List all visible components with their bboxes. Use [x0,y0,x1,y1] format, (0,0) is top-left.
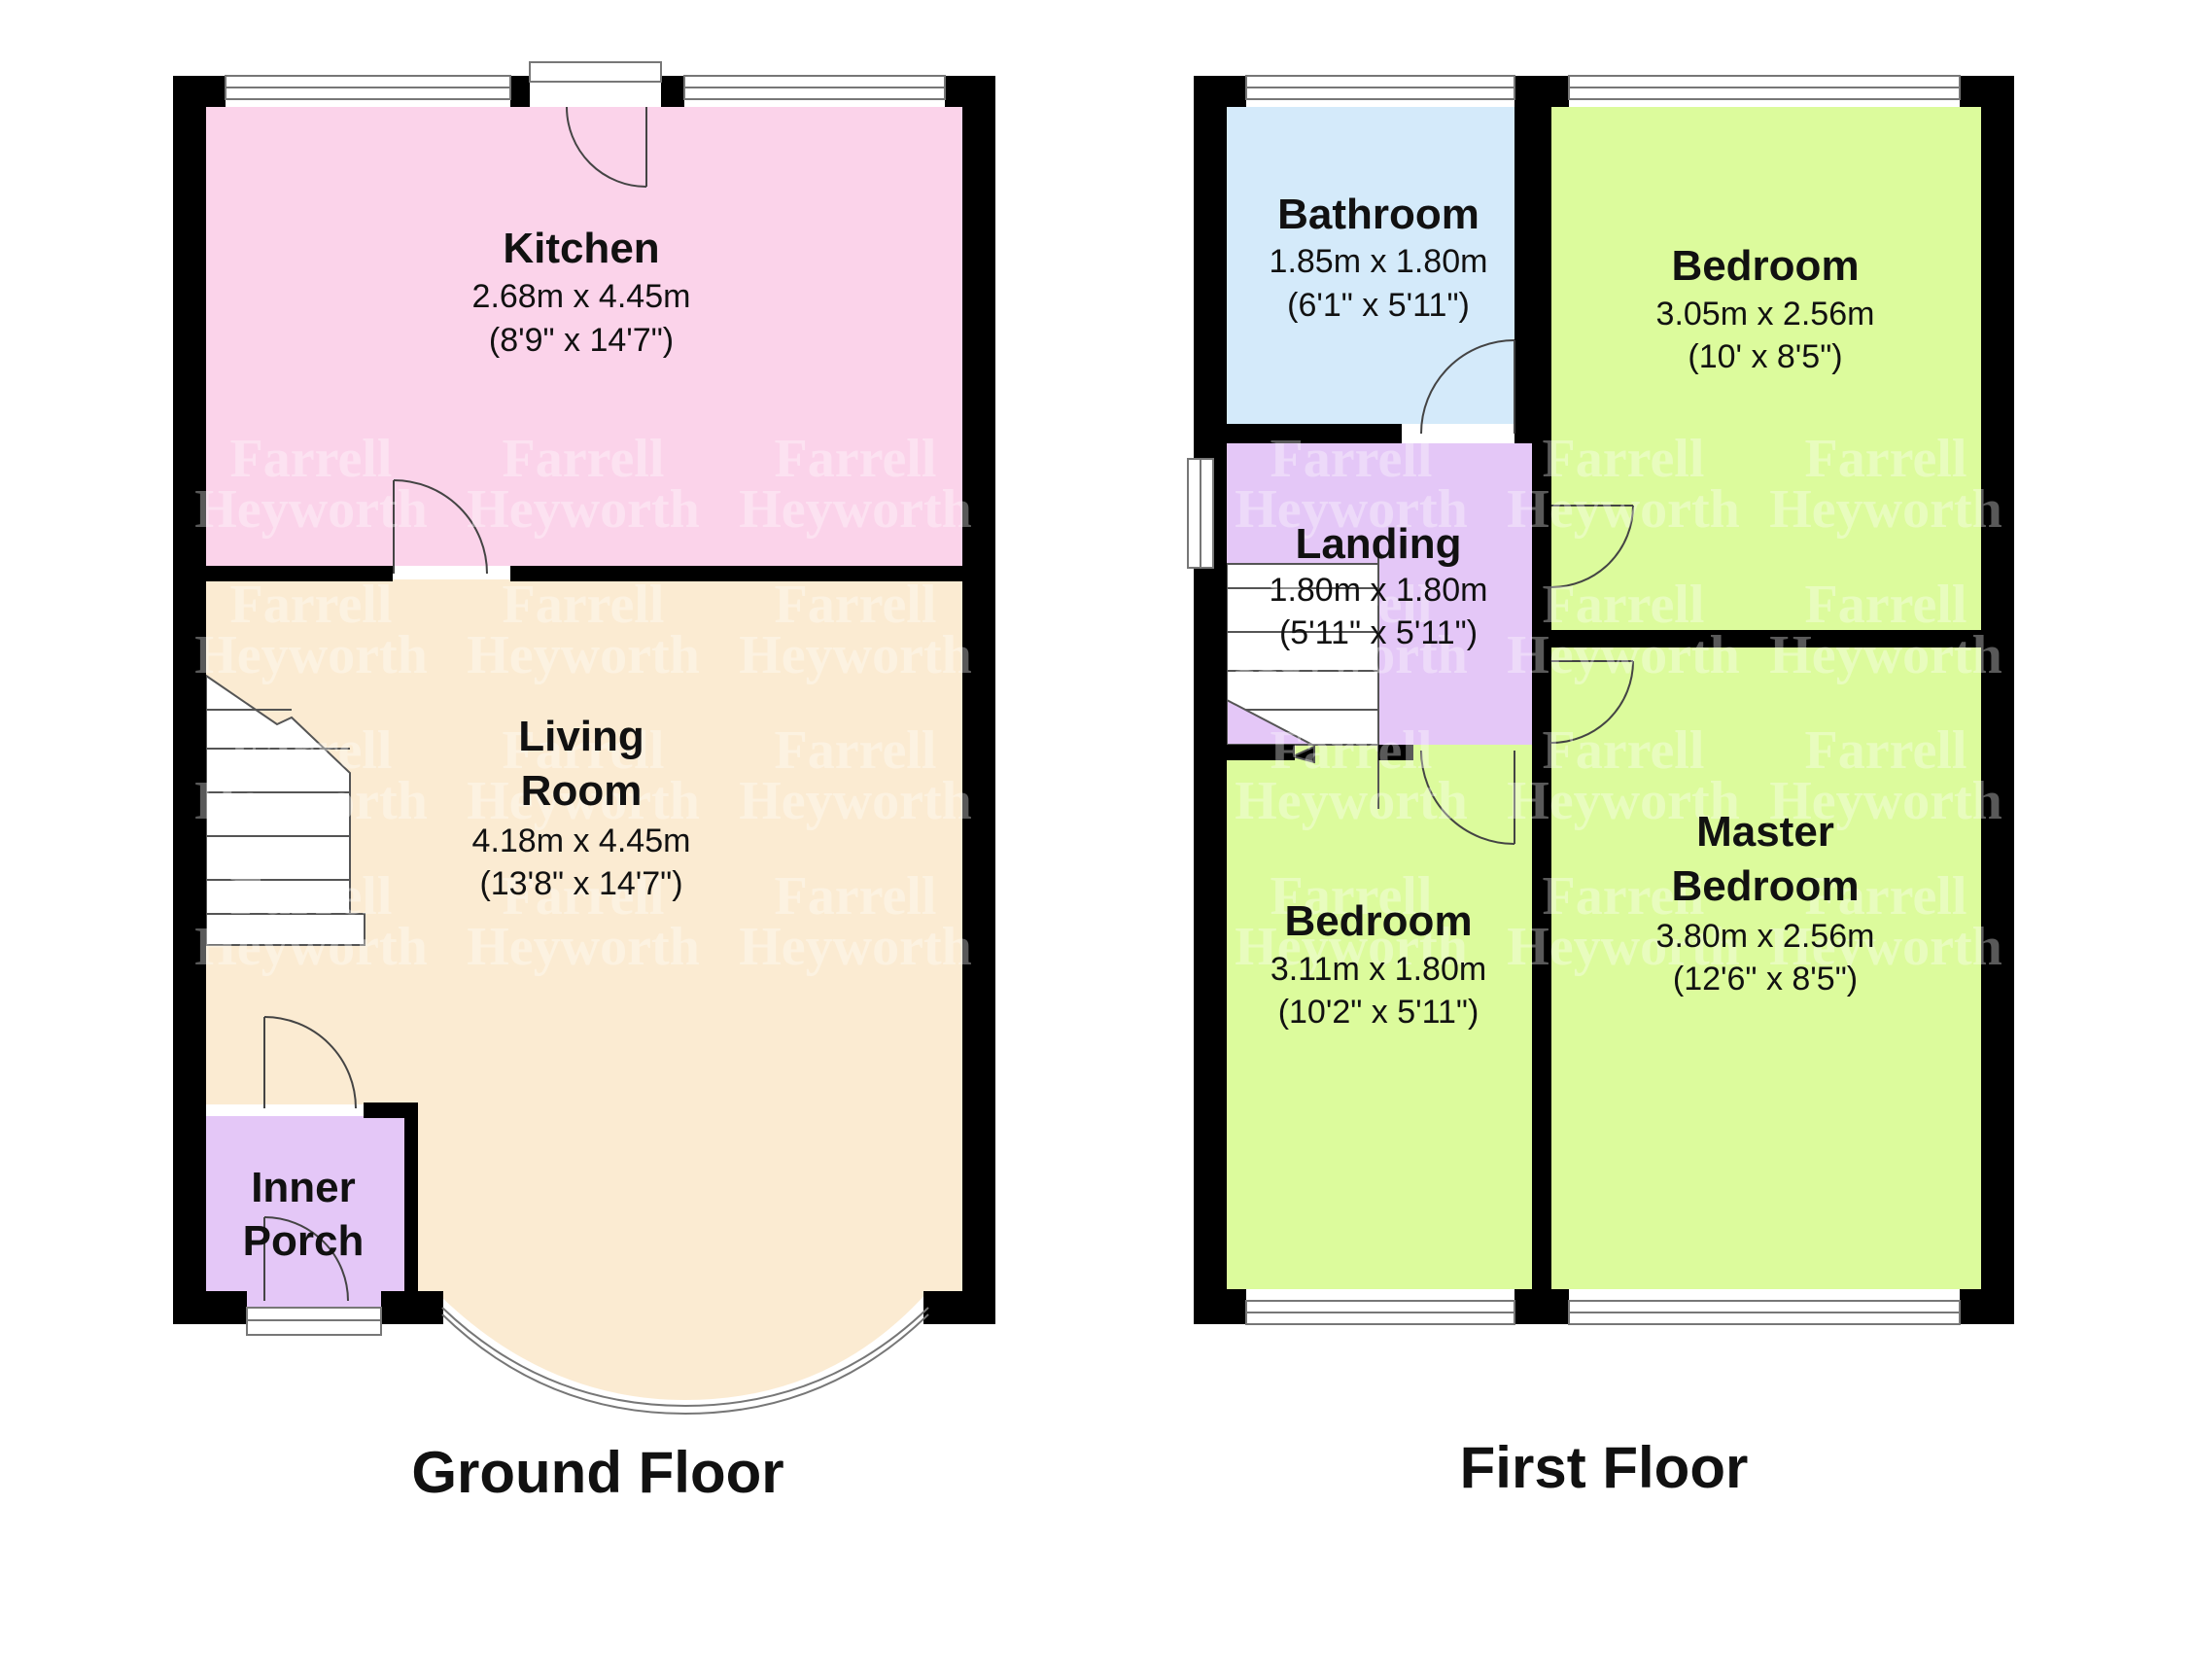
watermark-line2: Heyworth [194,479,428,540]
master-bedroom-metric: 3.80m x 2.56m [1656,918,1875,955]
first-walls [1194,76,2014,1324]
landing-metric: 1.80m x 1.80m [1270,572,1488,609]
ground-labels: Kitchen 2.68m x 4.45m (8'9" x 14'7") Liv… [243,225,784,1505]
watermark-line1: Farrell [1543,720,1705,781]
ground-staircase [205,674,366,946]
ground-windows [225,61,946,1416]
watermark-line1: Farrell [1805,720,1967,781]
living-room-floor [206,579,962,1400]
bedroom-rear-metric: 3.05m x 2.56m [1656,296,1875,332]
watermark-line1: Farrell [775,866,937,927]
watermark-layer: FarrellHeyworthFarrellHeyworthFarrellHey… [194,429,2002,977]
kitchen-metric: 2.68m x 4.45m [472,278,691,315]
watermark-line1: Farrell [503,866,665,927]
watermark-line1: Farrell [503,720,665,781]
bathroom-name: Bathroom [1277,191,1479,238]
watermark-line2: Heyworth [1507,917,1740,977]
landing-imperial: (5'11" x 5'11") [1279,614,1478,651]
watermark-line2: Heyworth [1235,771,1468,831]
living-room-metric: 4.18m x 4.45m [472,822,691,859]
watermark-line1: Farrell [230,575,393,635]
watermark-line2: Heyworth [1235,917,1468,977]
watermark-line1: Farrell [1271,866,1433,927]
watermark-line1: Farrell [775,429,937,489]
watermark-line2: Heyworth [467,625,700,685]
watermark-line2: Heyworth [1507,479,1740,540]
bathroom-floor [1227,107,1532,424]
first-floor-title: First Floor [1460,1435,1749,1500]
watermark-line1: Farrell [1805,429,1967,489]
ground-floor-plan [173,61,995,1416]
watermark-line2: Heyworth [467,771,700,831]
watermark-line1: Farrell [230,429,393,489]
watermark-line1: Farrell [1271,720,1433,781]
living-room-name-line1: Living [518,713,644,760]
master-bedroom-imperial: (12'6" x 8'5") [1673,961,1858,998]
watermark-line1: Farrell [230,720,393,781]
master-bedroom-name-line2: Bedroom [1671,862,1859,910]
kitchen-imperial: (8'9" x 14'7") [489,322,674,359]
master-bedroom-name-line1: Master [1696,808,1834,856]
landing-name: Landing [1295,520,1461,568]
bathroom-metric: 1.85m x 1.80m [1270,243,1488,280]
bedroom-rear-imperial: (10' x 8'5") [1688,338,1842,375]
bedroom-rear-name: Bedroom [1671,242,1859,290]
watermark-line1: Farrell [1543,429,1705,489]
inner-porch-name-line1: Inner [251,1164,356,1211]
watermark-line1: Farrell [503,575,665,635]
watermark-line2: Heyworth [194,917,428,977]
watermark-line1: Farrell [775,720,937,781]
watermark-line1: Farrell [1543,866,1705,927]
bedroom-front-metric: 3.11m x 1.80m [1271,951,1486,988]
ground-floor-title: Ground Floor [411,1440,783,1505]
living-room-name-line2: Room [521,767,643,815]
inner-porch-name-line2: Porch [243,1217,365,1265]
first-windows [1187,75,1961,1325]
watermark-line2: Heyworth [1769,479,2002,540]
inner-porch-floor [206,1116,404,1322]
first-doors [1420,339,1634,845]
watermark-line2: Heyworth [739,771,972,831]
watermark-line2: Heyworth [739,625,972,685]
watermark-line2: Heyworth [1507,625,1740,685]
ground-doors [263,106,647,1302]
watermark-line2: Heyworth [739,917,972,977]
watermark-line2: Heyworth [194,625,428,685]
ground-walls [173,76,995,1324]
bedroom-front-imperial: (10'2" x 5'11") [1278,994,1479,1031]
first-staircase [1226,544,1379,809]
watermark-line2: Heyworth [467,479,700,540]
first-floor-plan [1187,75,2014,1325]
watermark-line2: Heyworth [1235,479,1468,540]
bathroom-imperial: (6'1" x 5'11") [1287,287,1470,324]
living-room-imperial: (13'8" x 14'7") [479,865,682,902]
watermark-line1: Farrell [230,866,393,927]
kitchen-floor [206,107,962,566]
watermark-line2: Heyworth [467,917,700,977]
watermark-line1: Farrell [503,429,665,489]
watermark-line1: Farrell [1805,575,1967,635]
watermark-line2: Heyworth [1769,771,2002,831]
bedroom-front-floor [1227,745,1532,1289]
watermark-line1: Farrell [1271,575,1433,635]
watermark-line1: Farrell [1805,866,1967,927]
watermark-line2: Heyworth [1769,625,2002,685]
watermark-line1: Farrell [775,575,937,635]
watermark-line1: Farrell [1543,575,1705,635]
kitchen-name: Kitchen [503,225,659,272]
watermark-line2: Heyworth [194,771,428,831]
watermark-line1: Farrell [1271,429,1433,489]
watermark-line2: Heyworth [739,479,972,540]
first-labels: Bathroom 1.85m x 1.80m (6'1" x 5'11") Be… [1270,191,1875,1500]
watermark-line2: Heyworth [1769,917,2002,977]
watermark-line2: Heyworth [1235,625,1468,685]
watermark-line2: Heyworth [1507,771,1740,831]
master-bedroom-floor [1551,648,1981,1289]
bedroom-front-name: Bedroom [1284,897,1472,945]
